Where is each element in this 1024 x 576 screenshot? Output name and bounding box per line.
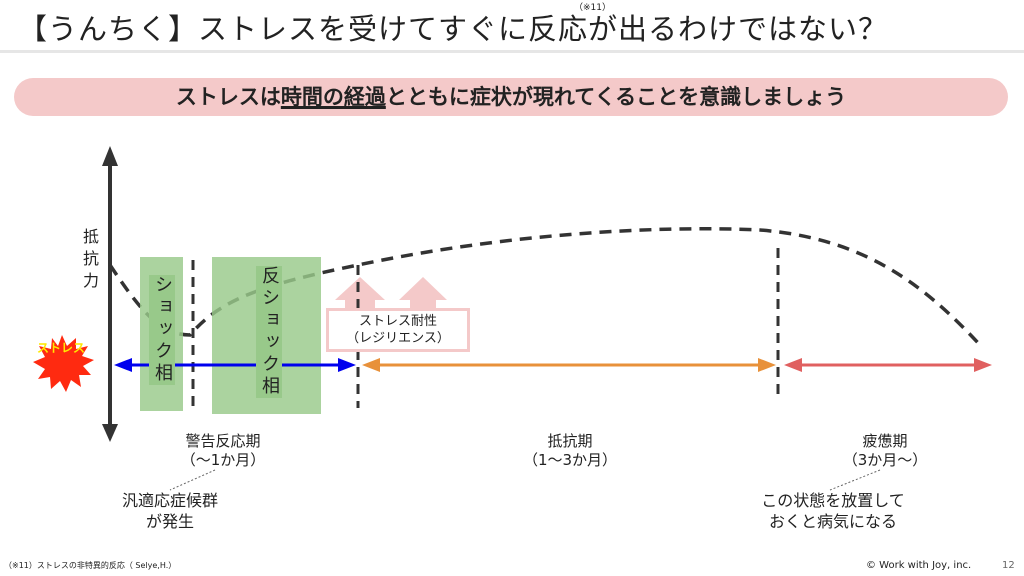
resilience-subtitle: （レジリエンス） <box>346 331 450 346</box>
shock-phase-label: ショック相 <box>149 275 175 385</box>
y-axis-arrow-up <box>102 146 118 166</box>
copyright: © Work with Joy, inc. <box>866 560 972 571</box>
stage-alarm: 警告反応期（〜1か月） <box>180 432 266 469</box>
stage-exhaustion: 疲憊期（3か月〜） <box>842 432 928 469</box>
resilience-title: ストレス耐性 <box>358 314 437 329</box>
banner-text-end: とともに症状が現れてくることを意識しましょう <box>385 85 847 109</box>
stress-burst-icon <box>33 335 94 392</box>
page-number: 12 <box>1002 560 1015 571</box>
counter-shock-phase-label: 反ショック相 <box>256 266 282 398</box>
banner-text: ストレスは <box>175 85 281 109</box>
footnote: （※11）ストレスの非特異的反応（ Selye,H.） <box>4 561 177 570</box>
key-message-banner: ストレスは時間の経過とともに症状が現れてくることを意識しましょう <box>14 78 1008 116</box>
note-gas: 汎適応症候群が発生 <box>121 491 218 531</box>
stress-label: ストレス <box>36 341 85 355</box>
leader-line <box>169 469 216 491</box>
leader-line <box>829 469 881 491</box>
slide-title: 【うんちく】ストレスを受けてすぐに反応が出るわけではない？ <box>18 12 889 46</box>
y-axis-arrow-down <box>102 424 118 442</box>
resilience-box: ストレス耐性 （レジリエンス） <box>326 308 470 352</box>
title-divider <box>0 50 1024 53</box>
resistance-curve <box>108 227 982 347</box>
note-illness: この状態を放置しておくと病気になる <box>761 491 905 531</box>
stage-resistance: 抵抗期（1〜3か月） <box>522 432 618 469</box>
banner-emphasis: 時間の経過 <box>280 85 386 109</box>
y-axis-label: 抵抗力 <box>82 227 99 290</box>
note-reference: （※11） <box>574 3 611 13</box>
